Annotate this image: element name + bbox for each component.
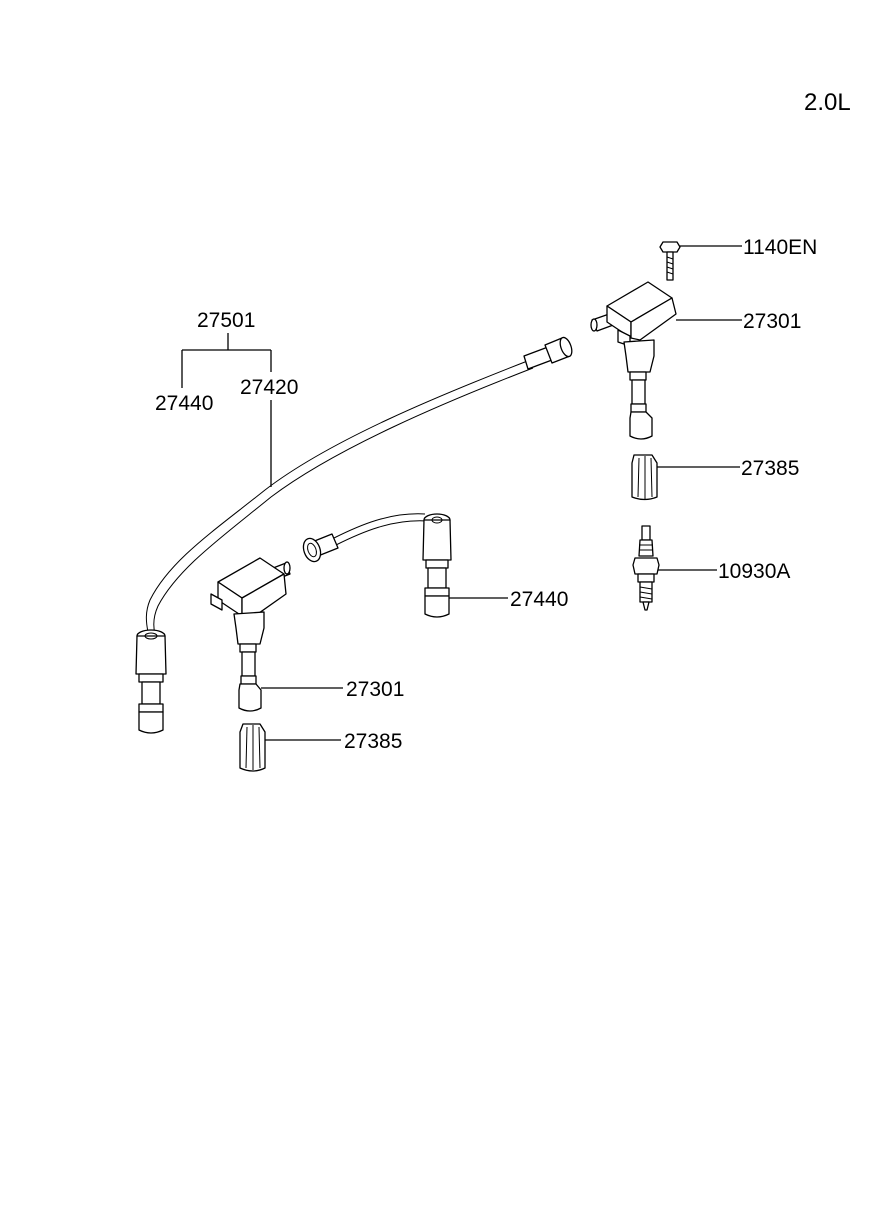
ignition-cable-long[interactable] <box>135 336 574 734</box>
label-spark-plug[interactable]: 10930A <box>718 560 790 583</box>
label-cable-set[interactable]: 27501 <box>197 309 255 332</box>
label-coil-bottom[interactable]: 27301 <box>346 678 404 701</box>
label-boot-top[interactable]: 27385 <box>741 457 799 480</box>
engine-label: 2.0L <box>804 89 851 116</box>
label-coil-top[interactable]: 27301 <box>743 310 801 333</box>
label-cable-long[interactable]: 27420 <box>240 376 298 399</box>
coil-boot-top[interactable] <box>631 454 658 501</box>
spark-plug[interactable] <box>632 525 660 611</box>
label-bolt-top[interactable]: 1140EN <box>743 236 817 259</box>
label-cable-left-ref[interactable]: 27440 <box>155 392 213 415</box>
coil-boot-bottom[interactable] <box>239 723 266 772</box>
label-boot-bottom[interactable]: 27385 <box>344 730 402 753</box>
label-cable-short[interactable]: 27440 <box>510 588 568 611</box>
ignition-coil-top[interactable] <box>590 281 677 440</box>
ignition-cable-short[interactable] <box>300 513 452 618</box>
ignition-coil-bottom[interactable] <box>210 557 291 712</box>
bolt-part[interactable] <box>659 241 681 281</box>
cable-set-bracket <box>181 333 272 388</box>
